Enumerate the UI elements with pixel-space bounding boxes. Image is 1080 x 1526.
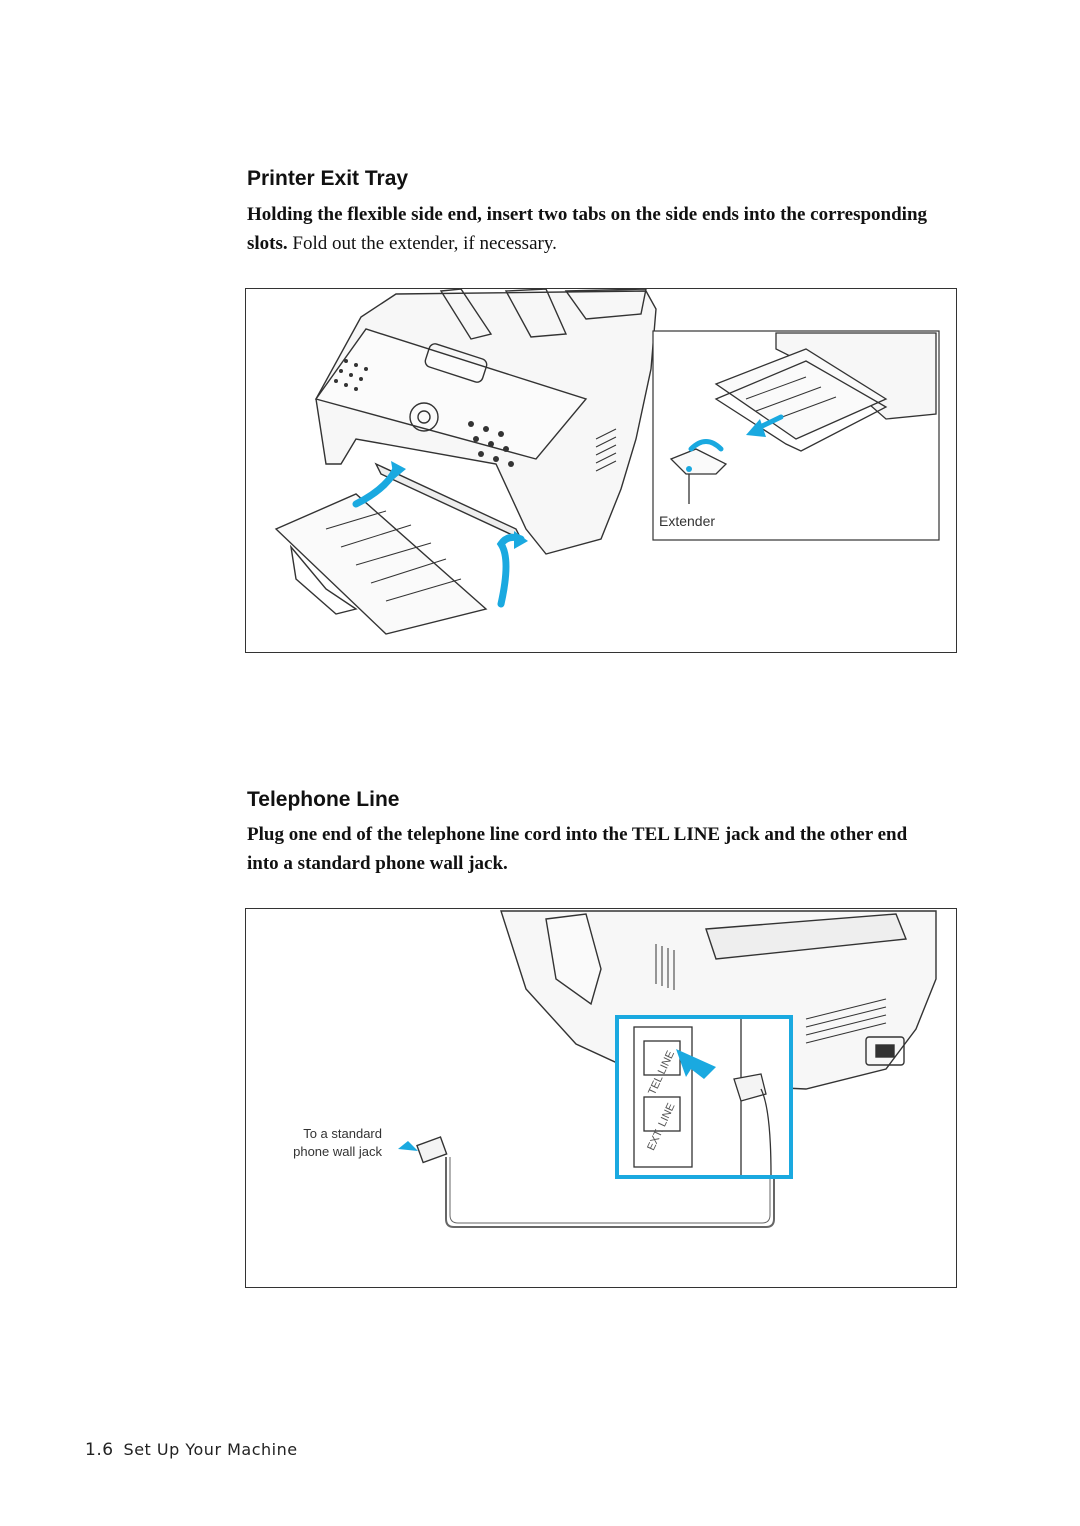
section-title-telephone-line: Telephone Line (247, 788, 400, 811)
instruction-bold: Plug one end of the telephone line cord … (247, 824, 908, 874)
instruction-telephone-line: Plug one end of the telephone line cord … (247, 820, 927, 878)
instruction-regular: Fold out the extender, if necessary. (287, 233, 557, 254)
telephone-line-illustration (398, 910, 937, 1228)
telephone-line-figure: TEL LINE EXT. LINE To a standard phone w… (245, 908, 957, 1288)
exit-tray-illustration (274, 289, 940, 635)
wall-jack-label-line2: phone wall jack (293, 1144, 382, 1159)
wall-jack-label: To a standard phone wall jack (254, 1125, 382, 1161)
extender-label: Extender (659, 513, 716, 529)
section-title-exit-tray: Printer Exit Tray (247, 167, 409, 190)
instruction-bold: Holding the flexible side end, insert tw… (247, 204, 928, 254)
page-number: 1.6 (85, 1440, 114, 1460)
footer-section-name: Set Up Your Machine (123, 1440, 298, 1459)
instruction-exit-tray: Holding the flexible side end, insert tw… (247, 200, 927, 258)
page-footer: 1.6 Set Up Your Machine (85, 1440, 298, 1460)
wall-jack-label-line1: To a standard (303, 1126, 382, 1141)
exit-tray-figure: Extender (245, 288, 957, 653)
